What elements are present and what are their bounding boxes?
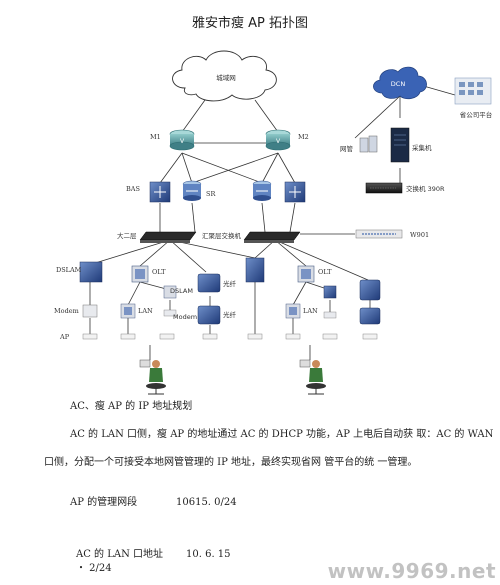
lan-right-icon — [285, 303, 301, 319]
modem-small-icon — [163, 309, 177, 317]
ap-label: AP — [59, 333, 70, 341]
sr-label: SR — [206, 190, 216, 198]
bas-label: BAS — [126, 185, 140, 193]
lan-address-suffix: ・ 2/24 — [76, 563, 112, 574]
w901-label: W901 — [410, 231, 429, 239]
sr-icon-1 — [252, 180, 272, 201]
right-switch-bottom-icon — [359, 307, 381, 325]
agg-switch-left-icon — [139, 231, 197, 243]
province-platform-label: 省公司平台 — [460, 110, 493, 119]
paragraph-line-1: AC 的 LAN 口侧，瘦 AP 的地址通过 AC 的 DHCP 功能，AP 上… — [70, 429, 494, 440]
ap-row — [82, 333, 378, 340]
aggregation-switch-label: 汇聚层交换机 — [202, 231, 242, 240]
fiber-left-bottom-icon — [197, 305, 221, 325]
right-small-icon — [323, 285, 337, 299]
server-icon — [390, 127, 410, 163]
watermark: www.9969.net — [327, 559, 496, 583]
wan-cloud-label: 城域网 — [216, 73, 236, 82]
router-m1-icon: V — [169, 129, 195, 151]
fiber-left-label: 光纤 — [223, 279, 237, 288]
mid-switch-icon — [245, 257, 265, 283]
layer2-label: 大二层 — [117, 231, 137, 240]
user-right-icon — [299, 359, 326, 395]
olt-left-icon — [131, 265, 149, 283]
agg-switch-right-icon — [243, 231, 301, 243]
switch-390r-icon — [365, 182, 403, 194]
topology-diagram: 城域网 DCN 省公司平台 网管 采集机 交换机 390R V M — [54, 50, 493, 395]
dslam-label: DSLAM — [56, 266, 82, 274]
olt-left-label: OLT — [152, 268, 166, 276]
lan-left-icon — [120, 303, 136, 319]
fiber-left-top-icon — [197, 273, 221, 293]
dslam-icon — [79, 261, 103, 283]
mgmt-segment-label: AP 的管理网段 — [70, 497, 138, 508]
dcn-cloud-icon — [373, 66, 427, 100]
dslam-small-icon — [163, 285, 177, 299]
user-left-icon — [139, 359, 166, 395]
collector-label: 采集机 — [412, 143, 432, 152]
svg-text:V: V — [180, 138, 185, 145]
mgmt-segment-value: 10615. 0/24 — [176, 497, 237, 508]
right-modem-icon — [323, 311, 337, 319]
router-m1-label: M1 — [150, 133, 161, 141]
wan-cloud-icon — [172, 50, 277, 102]
switch-390r-label: 交换机 390R — [406, 184, 445, 193]
bas-icon-2 — [182, 180, 202, 201]
router-m2-icon: V — [265, 129, 291, 151]
modem-icon — [82, 304, 98, 318]
modem-label: Modem — [54, 307, 79, 315]
links — [89, 84, 456, 360]
lan-address-value: 10. 6. 15 — [186, 549, 231, 560]
right-switch-top-icon — [359, 279, 381, 301]
lan-right-label: LAN — [303, 307, 318, 315]
olt-right-label: OLT — [318, 268, 332, 276]
bas-icon-1 — [149, 181, 171, 203]
netmgmt-icon — [359, 135, 378, 153]
section-heading: AC、瘦 AP 的 IP 地址规划 — [70, 401, 193, 412]
netmgmt-label: 网管 — [340, 144, 354, 153]
lan-address-label: AC 的 LAN 口地址 — [76, 549, 164, 560]
dslam-small-label: DSLAM — [170, 287, 193, 295]
olt-right-icon — [297, 265, 315, 283]
svg-text:V: V — [276, 138, 281, 145]
sr-icon-2 — [284, 181, 306, 203]
modem-small-label: Modem — [173, 313, 197, 321]
fiber-left-b-label: 光纤 — [223, 310, 237, 319]
building-icon — [454, 77, 492, 105]
dcn-cloud-label: DCN — [391, 80, 406, 88]
page-title: 雅安市瘦 AP 拓扑图 — [192, 16, 308, 31]
w901-icon — [355, 229, 403, 239]
paragraph-line-2: 口侧，分配一个可接受本地网管管理的 IP 地址，最终实现省网 管平台的统 一管理… — [44, 457, 418, 468]
router-m2-label: M2 — [298, 133, 309, 141]
lan-left-label: LAN — [138, 307, 153, 315]
